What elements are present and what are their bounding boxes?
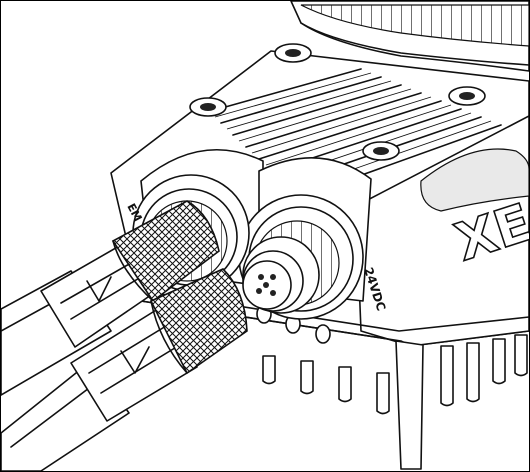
cooling-fins: [210, 68, 502, 196]
cooling-pins: [262, 334, 528, 470]
receptacle-24vdc: [238, 194, 364, 320]
screw-holes: [189, 43, 486, 161]
cable-lower: [1, 268, 248, 471]
top-knob: [290, 1, 529, 72]
cable-upper: [1, 200, 220, 396]
